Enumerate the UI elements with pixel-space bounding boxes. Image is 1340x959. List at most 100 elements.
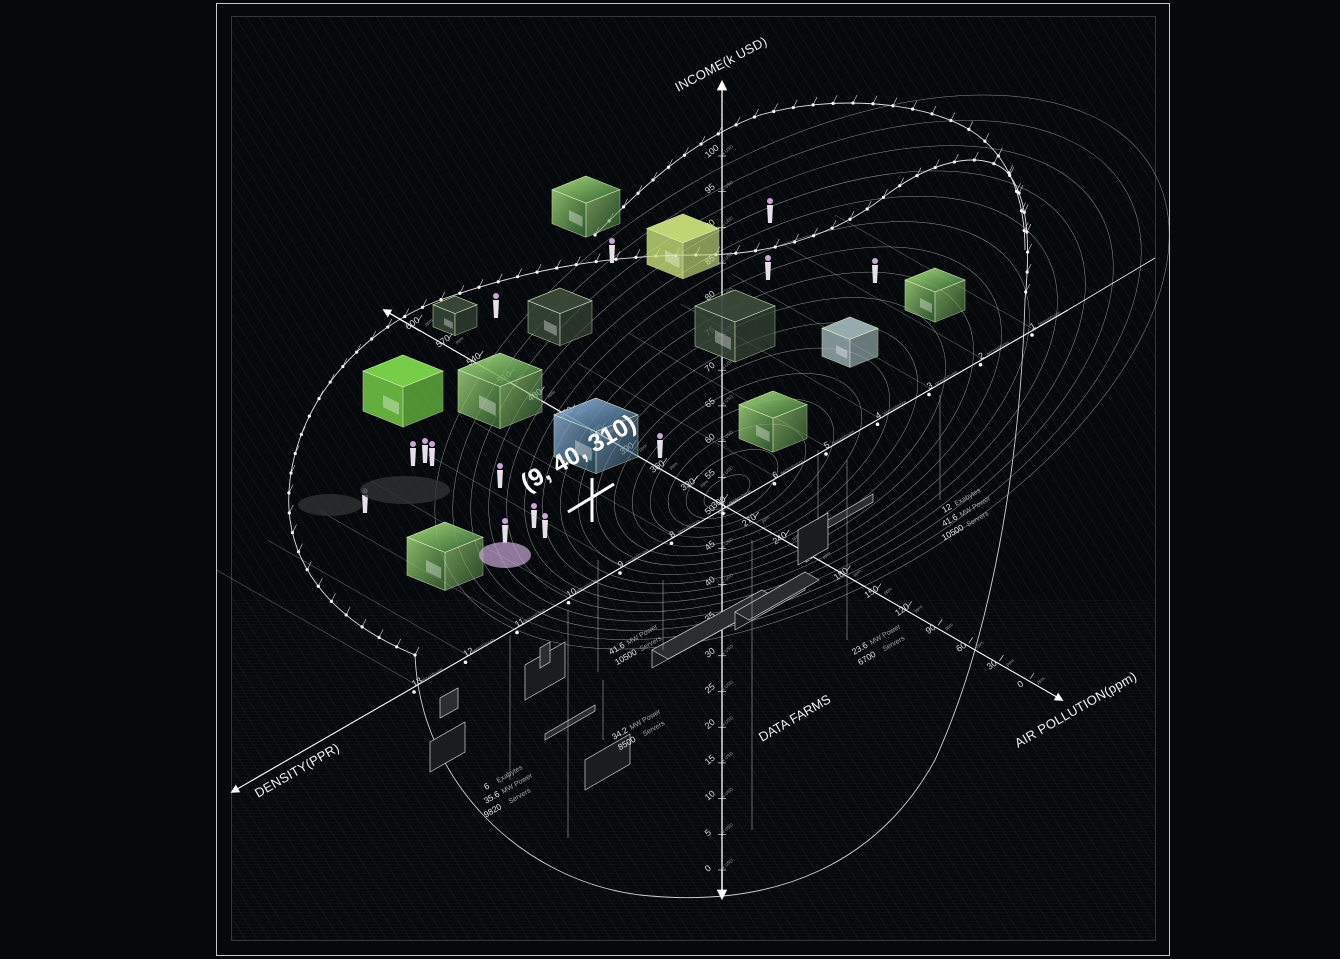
boundary-tick xyxy=(934,159,940,168)
boundary-tick xyxy=(318,578,323,587)
air-tick-unit: ppm xyxy=(822,550,832,559)
income-tick-label: 50 xyxy=(703,503,717,517)
density-tick-label: 1 xyxy=(1028,321,1037,332)
air-tick-unit: ppm xyxy=(546,389,556,398)
boundary-tick xyxy=(832,95,838,104)
air-tick-unit: ppm xyxy=(944,622,954,631)
density-tick-dot xyxy=(721,511,725,516)
person-head xyxy=(657,433,663,439)
boundary-tick xyxy=(387,318,393,328)
contour-ring xyxy=(614,347,890,557)
person-head xyxy=(542,513,548,519)
density-tick-label: 4 xyxy=(874,410,883,421)
person-figure xyxy=(767,198,773,223)
air-tick-mark xyxy=(693,475,698,483)
person-head xyxy=(410,441,416,447)
air-tick-unit: ppm xyxy=(638,443,648,452)
boundary-tick xyxy=(289,504,294,514)
boundary-tick xyxy=(813,227,818,236)
room-furniture xyxy=(756,425,770,442)
boundary-tick xyxy=(916,167,922,176)
drop-lines xyxy=(509,395,941,838)
room-furniture xyxy=(715,330,731,350)
air-tick-mark xyxy=(478,350,484,357)
boundary-tick xyxy=(912,100,917,110)
boundary-tick xyxy=(735,245,741,254)
boundary-tick xyxy=(668,159,673,168)
income-tick-label: 45 xyxy=(703,538,717,552)
boundary-tick xyxy=(1023,222,1029,231)
data-farm-racks xyxy=(429,493,874,791)
density-tick-label: 3 xyxy=(925,380,934,391)
boundary-tick xyxy=(754,108,759,118)
income-tick-label: 25 xyxy=(703,681,717,695)
rug xyxy=(479,542,531,568)
room-module xyxy=(553,397,639,475)
room-module xyxy=(821,316,879,368)
room-module xyxy=(646,213,720,280)
income-tick-label: 40 xyxy=(703,574,717,588)
boundary-tick xyxy=(440,291,446,300)
air-tick-unit: ppm xyxy=(730,497,740,506)
boundary-tick xyxy=(866,200,872,210)
room-right xyxy=(454,304,478,337)
boundary-tick xyxy=(998,147,1003,157)
air-tick-mark xyxy=(968,637,974,644)
room-module xyxy=(738,390,808,453)
person-head xyxy=(531,503,537,509)
person-body xyxy=(493,300,499,318)
boundary-tick xyxy=(883,189,888,198)
boundary-tick xyxy=(595,253,601,262)
shadow-pad xyxy=(360,476,450,504)
person-figure xyxy=(493,293,499,318)
room-module xyxy=(527,287,593,347)
density-axis-ext xyxy=(1067,257,1156,311)
air-tick-label: 30 xyxy=(985,658,999,672)
person-figure xyxy=(502,518,508,543)
room-furniture xyxy=(920,298,932,313)
boundary-tick xyxy=(623,198,628,208)
room-module xyxy=(694,289,776,363)
boundary-tick xyxy=(735,116,741,125)
boundary-tick xyxy=(1024,204,1029,213)
air-tick-unit: ppm xyxy=(424,318,434,327)
boundary-tick xyxy=(1026,263,1032,273)
room-right xyxy=(499,369,543,430)
density-tick-dot xyxy=(618,571,622,575)
person-figure xyxy=(497,463,503,488)
person-head xyxy=(422,438,428,444)
contour-ring xyxy=(542,246,1002,594)
air-pollution-axis-back-arrow xyxy=(382,309,421,332)
boundary-tick xyxy=(414,646,420,656)
room-furniture xyxy=(836,345,848,359)
density-tick-dot xyxy=(927,392,931,397)
data-farm-envelope xyxy=(414,299,1026,899)
person-body xyxy=(609,245,615,263)
contour-ring xyxy=(685,449,779,519)
density-tick-dot xyxy=(824,452,828,456)
boundary-tick xyxy=(637,185,643,194)
boundary-tick xyxy=(556,259,561,269)
boundary-tick xyxy=(318,390,324,399)
farm-capacity: 6 xyxy=(482,781,491,792)
boundary-tick xyxy=(576,256,581,265)
boundary-tick xyxy=(288,484,294,494)
person-head xyxy=(493,293,499,299)
person-head xyxy=(609,238,615,244)
room-right xyxy=(734,305,776,363)
boundary-dot xyxy=(296,550,301,554)
boundary-tick xyxy=(872,95,878,104)
person-body xyxy=(502,525,508,543)
air-tick-mark xyxy=(1029,672,1035,680)
room-furniture xyxy=(426,560,442,579)
contour-ring xyxy=(524,221,1030,603)
boundary-tick xyxy=(852,94,858,104)
room-furniture xyxy=(665,250,680,268)
boundary-tick xyxy=(378,629,384,638)
person-body xyxy=(657,440,663,458)
boundary-tick xyxy=(371,330,376,340)
boundary-tick xyxy=(356,344,361,353)
boundary-tick xyxy=(812,96,818,106)
boundary-tick xyxy=(309,407,314,417)
boundary-tick xyxy=(684,147,689,156)
